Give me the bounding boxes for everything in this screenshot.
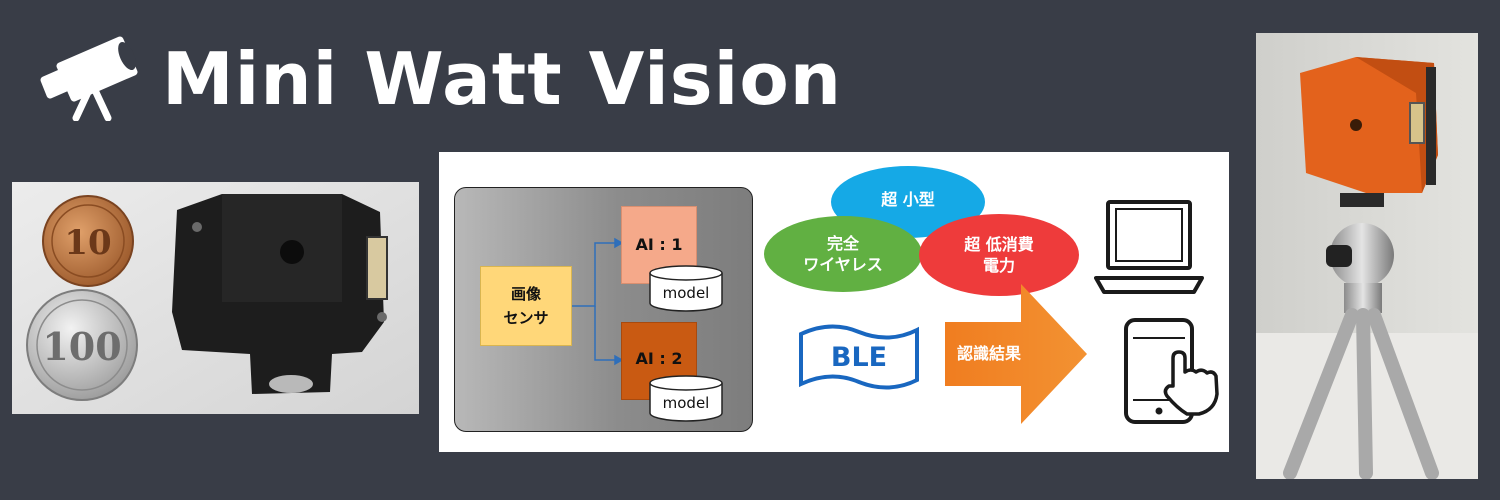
feature-wireless: 完全 ワイヤレス — [764, 216, 922, 292]
device-with-coins-photo: 10 100 — [12, 182, 419, 414]
sensor-label-line1: 画像 — [510, 285, 541, 303]
svg-text:10: 10 — [64, 223, 111, 263]
image-sensor-box: 画像 センサ — [480, 266, 572, 346]
coin-100-yen: 100 — [26, 289, 138, 401]
model-label-1: model — [662, 284, 710, 302]
svg-text:100: 100 — [42, 324, 121, 369]
coin-10-yen: 10 — [42, 195, 134, 287]
feature-wireless-line1: 完全 — [826, 234, 859, 253]
recognition-result-label: 認識結果 — [956, 344, 1021, 363]
ble-banner-icon — [799, 324, 919, 390]
system-diagram: 画像 センサ AI : 1 model AI : 2 model 超 小型 完全… — [439, 152, 1229, 452]
edge-device-box: 画像 センサ AI : 1 model AI : 2 model — [454, 187, 753, 432]
feature-power-line1: 超 低消費 — [964, 235, 1034, 254]
sensor-label-line2: センサ — [503, 309, 549, 327]
laptop-icon — [1094, 200, 1204, 294]
connector-arrows — [571, 237, 624, 366]
model-cylinder-1 — [649, 265, 723, 312]
ai1-label: AI : 1 — [635, 235, 683, 254]
recognition-result-arrow — [945, 284, 1087, 424]
ble-label: BLE — [830, 342, 888, 373]
telescope-icon — [38, 26, 143, 122]
page-title: Mini Watt Vision — [162, 37, 843, 121]
device-on-tripod-photo — [1256, 33, 1478, 479]
feature-wireless-line2: ワイヤレス — [803, 255, 883, 274]
feature-power-line2: 電力 — [982, 256, 1015, 275]
feature-small-label: 超 小型 — [881, 189, 935, 209]
feature-low-power: 超 低消費 電力 — [919, 214, 1079, 296]
smartphone-touch-icon — [1124, 318, 1219, 424]
ai2-label: AI : 2 — [635, 349, 683, 368]
model-cylinder-2 — [649, 375, 723, 422]
model-label-2: model — [662, 394, 710, 412]
black-device — [172, 194, 388, 394]
